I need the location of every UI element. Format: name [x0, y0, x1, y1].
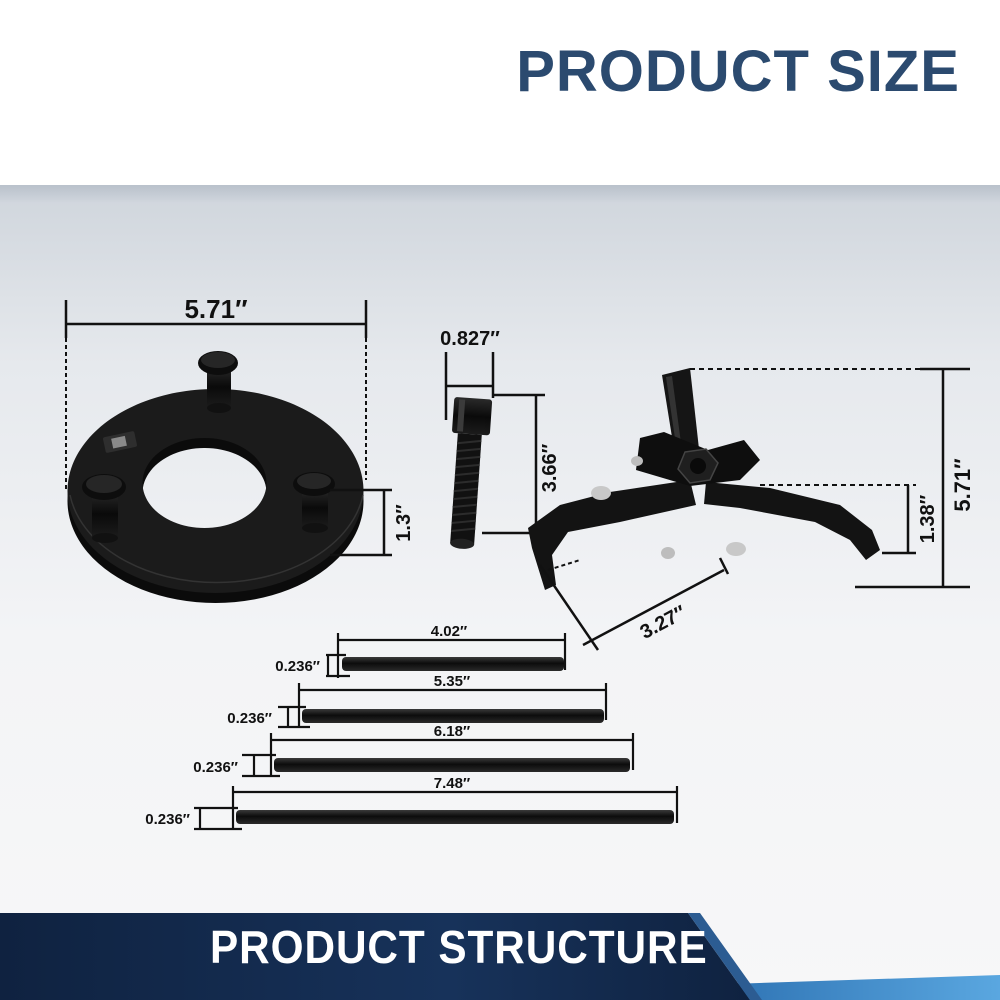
banner-main-shape [0, 913, 750, 1000]
rod-2-diameter-label: 0.236″ [227, 710, 272, 727]
plate-pin-height-label: 1.3″ [393, 504, 415, 542]
puller-height-label: 5.71″ [950, 458, 975, 512]
banner-accent-stripe [700, 975, 1000, 1000]
puller-left-arm [528, 480, 696, 590]
puller-jaw-reach-dimension [538, 557, 730, 651]
product-size-title: PRODUCT SIZE [516, 39, 960, 104]
rod-3-diameter-label: 0.236″ [193, 759, 238, 776]
rod-4-diameter-label: 0.236″ [145, 811, 190, 828]
rod-2: 5.35″ 0.236″ [227, 673, 608, 729]
puller-right-arm [704, 482, 880, 560]
rod-1-diameter-label: 0.236″ [275, 658, 320, 675]
plate-disc [67, 389, 364, 603]
puller-tool: 5.71″ 1.38″ 3.27″ [528, 367, 975, 651]
bolt-length-dimension [482, 393, 545, 535]
rod-set: 4.02″ 0.236″ 5.35″ 0.236″ [145, 623, 679, 831]
plate-pin-right [293, 472, 335, 533]
bolt-head-dimension [444, 352, 495, 420]
rod-4-length-label: 7.48″ [434, 775, 470, 792]
rod-3: 6.18″ 0.236″ [193, 723, 635, 778]
plate-pin-top [198, 351, 238, 413]
rod-1: 4.02″ 0.236″ [275, 623, 567, 678]
puller-height-dimension [690, 367, 970, 589]
puller-jaw-reach-label: 3.27″ [637, 601, 691, 643]
puller-thumb-screws [591, 456, 746, 559]
plate-slot-inner [111, 435, 127, 449]
plate-pin-left [82, 474, 126, 543]
rod-1-length-label: 4.02″ [431, 623, 467, 640]
rod-3-length-label: 6.18″ [434, 723, 470, 740]
bolt-head-label: 0.827″ [440, 328, 500, 350]
rod-2-length-label: 5.35″ [434, 673, 470, 690]
plate-pin-height-dimension [330, 488, 392, 557]
bolt-length-label: 3.66″ [539, 443, 561, 492]
panel-shade [0, 185, 1000, 203]
bolt-tool: 0.827″ 3.66″ [440, 328, 561, 549]
rod-4: 7.48″ 0.236″ [145, 775, 679, 831]
plate-tool: 5.71″ 1.3″ [64, 294, 415, 603]
plate-width-label: 5.71″ [184, 294, 247, 324]
puller-jaw-depth-dimension [760, 484, 916, 555]
bottom-banner [0, 913, 1000, 1000]
product-structure-title: PRODUCT STRUCTURE [210, 921, 708, 973]
plate-width-dimension [64, 300, 368, 490]
banner-edge-highlight [688, 913, 762, 1000]
puller-jaw-depth-label: 1.38″ [917, 494, 939, 543]
